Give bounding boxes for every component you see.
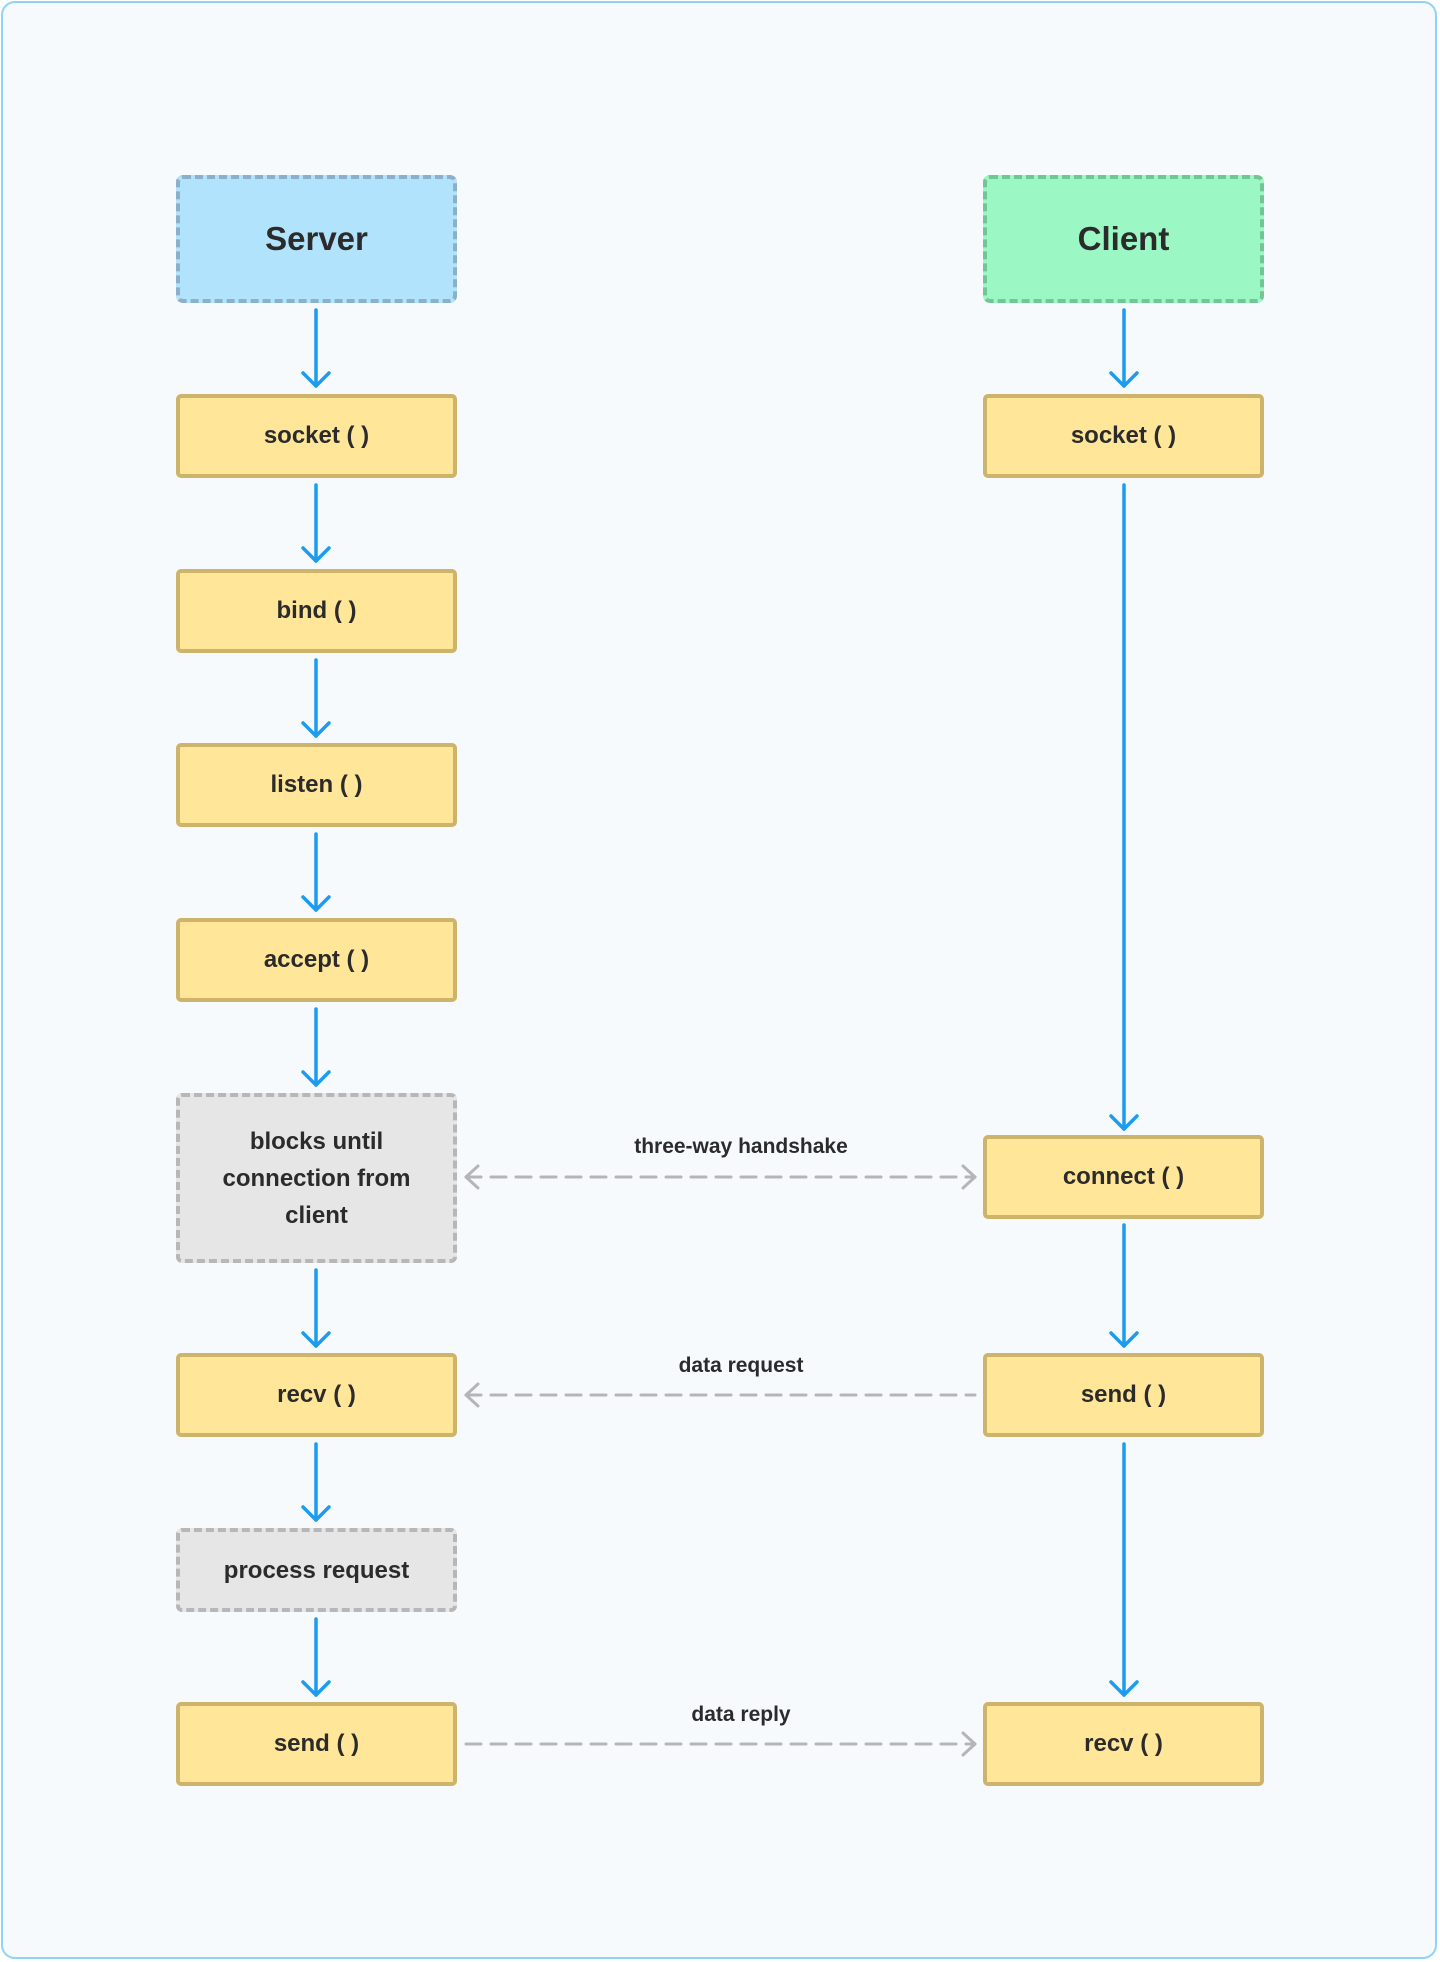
server-blocks-label: blocks until connection from client (222, 1127, 411, 1229)
server-accept-step: accept ( ) (176, 918, 457, 1002)
reply-label: data reply (691, 1703, 791, 1726)
flow-arrow-blocks-to-recv (301, 1268, 331, 1348)
server-bind-step: bind ( ) (176, 569, 457, 653)
client-connect-step: connect ( ) (983, 1135, 1264, 1219)
flow-arrow-client-to-socket (1109, 308, 1139, 388)
server-socket-label: socket ( ) (263, 422, 370, 449)
server-header-label: Server (265, 220, 368, 257)
client-header: Client (983, 175, 1264, 303)
flow-arrow-listen-to-accept (301, 832, 331, 912)
handshake-message-arrow (464, 1164, 977, 1190)
client-socket-step: socket ( ) (983, 394, 1264, 478)
server-recv-label: recv ( ) (277, 1381, 356, 1408)
flow-arrow-accept-to-blocks (301, 1007, 331, 1087)
server-process-step: process request (176, 1528, 457, 1612)
server-socket-step: socket ( ) (176, 394, 457, 478)
client-send-label: send ( ) (1080, 1381, 1167, 1408)
client-header-label: Client (1077, 220, 1170, 257)
handshake-label: three-way handshake (634, 1135, 848, 1158)
flow-arrow-process-to-send (301, 1617, 331, 1697)
server-process-label: process request (223, 1556, 410, 1584)
server-send-step: send ( ) (176, 1702, 457, 1786)
server-listen-step: listen ( ) (176, 743, 457, 827)
client-recv-step: recv ( ) (983, 1702, 1264, 1786)
server-recv-step: recv ( ) (176, 1353, 457, 1437)
flow-arrow-bind-to-listen (301, 658, 331, 738)
client-connect-label: connect ( ) (1062, 1163, 1185, 1190)
flow-arrow-recv-to-process (301, 1442, 331, 1522)
flow-arrow-socket-to-connect (1109, 483, 1139, 1131)
flow-arrow-socket-to-bind (301, 483, 331, 563)
server-send-label: send ( ) (273, 1730, 360, 1757)
reply-message-arrow (464, 1731, 977, 1757)
server-accept-label: accept ( ) (263, 946, 370, 973)
server-listen-label: listen ( ) (270, 771, 363, 798)
flow-arrow-send-to-recv (1109, 1442, 1139, 1697)
server-header: Server (176, 175, 457, 303)
request-label: data request (678, 1354, 804, 1377)
flow-arrow-connect-to-send (1109, 1223, 1139, 1348)
flow-arrow-server-to-socket (301, 308, 331, 388)
request-message-arrow (464, 1382, 977, 1408)
client-send-step: send ( ) (983, 1353, 1264, 1437)
client-socket-label: socket ( ) (1070, 422, 1177, 449)
client-recv-label: recv ( ) (1084, 1730, 1163, 1757)
server-blocks-step: blocks until connection from client (176, 1093, 457, 1263)
server-bind-label: bind ( ) (276, 597, 357, 624)
